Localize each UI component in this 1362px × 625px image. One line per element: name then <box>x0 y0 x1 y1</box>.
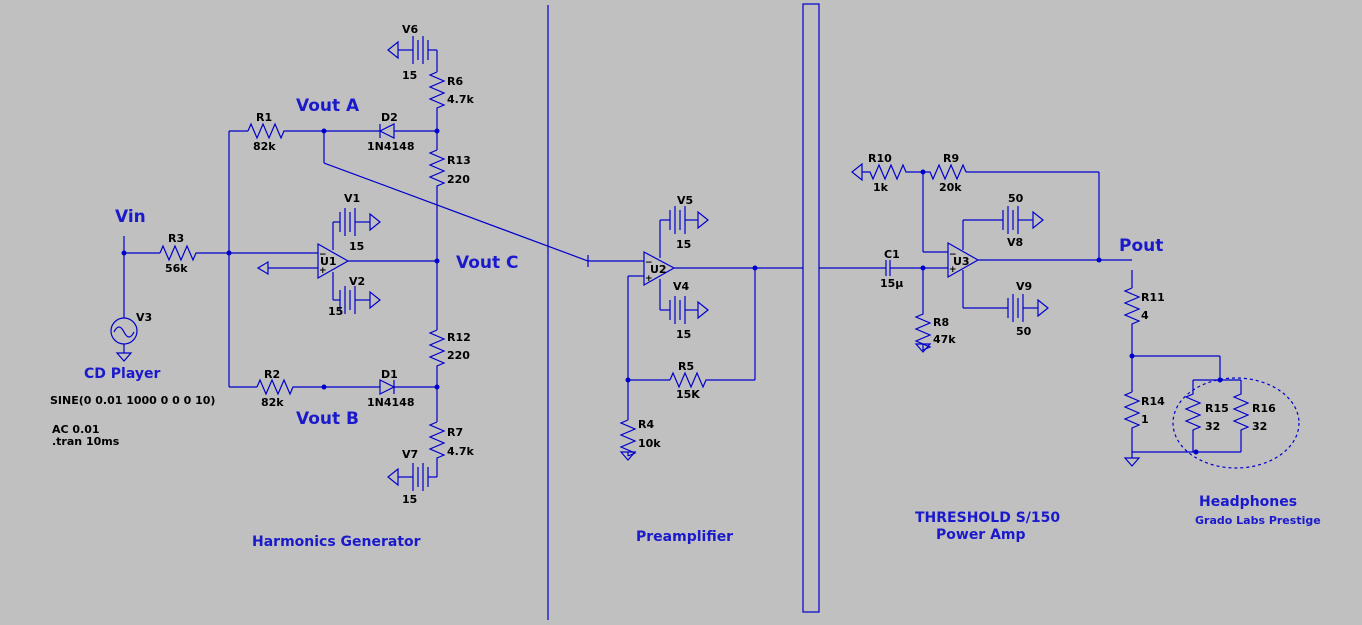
r3-value: 56k <box>165 262 188 275</box>
source-ac-directive: AC 0.01 <box>52 423 100 436</box>
opamp-u3-minus: − <box>949 250 957 260</box>
v4-value: 15 <box>676 328 691 341</box>
source-sine-directive: SINE(0 0.01 1000 0 0 0 10) <box>50 394 215 407</box>
v2-value: 15 <box>328 305 343 318</box>
v9-name: V9 <box>1016 280 1032 293</box>
v6-value: 15 <box>402 69 417 82</box>
v2-name: V2 <box>349 275 365 288</box>
harmonics-wiring <box>226 36 644 491</box>
section-title-preamp: Preamplifier <box>636 529 733 545</box>
r15-value: 32 <box>1205 420 1220 433</box>
source-name: V3 <box>136 311 152 324</box>
r8-value: 47k <box>933 333 956 346</box>
c1-value: 15µ <box>880 277 903 290</box>
r1-value: 82k <box>253 140 276 153</box>
net-label-vout-b: Vout B <box>296 409 359 429</box>
section-title-poweramp-1: THRESHOLD S/150 <box>915 510 1060 526</box>
tran-directive: .tran 10ms <box>52 435 120 448</box>
section-title-poweramp-2: Power Amp <box>936 527 1026 543</box>
r16-name: R16 <box>1252 402 1276 415</box>
r12-value: 220 <box>447 349 470 362</box>
poweramp-wiring <box>819 162 1132 353</box>
output-wiring <box>1123 270 1300 469</box>
d1-value: 1N4148 <box>367 396 414 409</box>
opamp-u2-plus: + <box>645 274 653 284</box>
r15-name: R15 <box>1205 402 1229 415</box>
r2-value: 82k <box>261 396 284 409</box>
r6-value: 4.7k <box>447 93 474 106</box>
opamp-u1-plus: − <box>319 250 327 260</box>
r5-name: R5 <box>678 360 694 373</box>
d1-name: D1 <box>381 368 398 381</box>
v1-value: 15 <box>349 240 364 253</box>
opamp-u3-plus: + <box>949 265 957 275</box>
headphones-model: Grado Labs Prestige <box>1195 514 1321 527</box>
r12-name: R12 <box>447 331 471 344</box>
net-label-pout: Pout <box>1119 236 1163 256</box>
v5-value: 15 <box>676 238 691 251</box>
opamp-u3-name: U3 <box>953 255 970 268</box>
r8-name: R8 <box>933 316 949 329</box>
opamp-u2-minus: − <box>645 258 653 268</box>
opamp-u2-name: U2 <box>650 263 667 276</box>
r10-name: R10 <box>868 152 892 165</box>
section-title-harmonics: Harmonics Generator <box>252 534 421 550</box>
r5-value: 15K <box>676 388 700 401</box>
v4-name: V4 <box>673 280 690 293</box>
v1-name: V1 <box>344 192 360 205</box>
r16-value: 32 <box>1252 420 1267 433</box>
r14-value: 1 <box>1141 413 1149 426</box>
v5-name: V5 <box>677 194 693 207</box>
r4-value: 10k <box>638 437 661 450</box>
source-v3 <box>110 236 230 362</box>
r14-name: R14 <box>1141 395 1165 408</box>
r1-name: R1 <box>256 111 272 124</box>
divider-bar <box>802 3 820 613</box>
r6-name: R6 <box>447 75 463 88</box>
v8-value: 50 <box>1008 192 1024 205</box>
r13-value: 220 <box>447 173 470 186</box>
r7-value: 4.7k <box>447 445 474 458</box>
v6-name: V6 <box>402 23 419 36</box>
r11-value: 4 <box>1141 309 1149 322</box>
v7-value: 15 <box>402 493 417 506</box>
r10-value: 1k <box>873 181 889 194</box>
d2-value: 1N4148 <box>367 140 414 153</box>
r9-name: R9 <box>943 152 959 165</box>
opamp-u1-name: U1 <box>320 255 337 268</box>
net-label-vin: Vin <box>115 207 146 227</box>
r13-name: R13 <box>447 154 471 167</box>
net-label-vout-a: Vout A <box>296 96 360 116</box>
r11-name: R11 <box>1141 291 1165 304</box>
r7-name: R7 <box>447 426 463 439</box>
c1-name: C1 <box>884 248 900 261</box>
r9-value: 20k <box>939 181 962 194</box>
r3-name: R3 <box>168 232 184 245</box>
r4-name: R4 <box>638 418 654 431</box>
opamp-u1-minus: + <box>319 266 327 276</box>
v7-name: V7 <box>402 448 418 461</box>
net-label-vout-c: Vout C <box>456 253 519 273</box>
v9-value: 50 <box>1016 325 1032 338</box>
d2-name: D2 <box>381 111 398 124</box>
v8-name: V8 <box>1007 236 1023 249</box>
r2-name: R2 <box>264 368 280 381</box>
junction-dot <box>121 250 127 256</box>
preamp-wiring <box>619 206 803 461</box>
source-label: CD Player <box>84 366 160 382</box>
section-title-headphones: Headphones <box>1199 494 1297 510</box>
